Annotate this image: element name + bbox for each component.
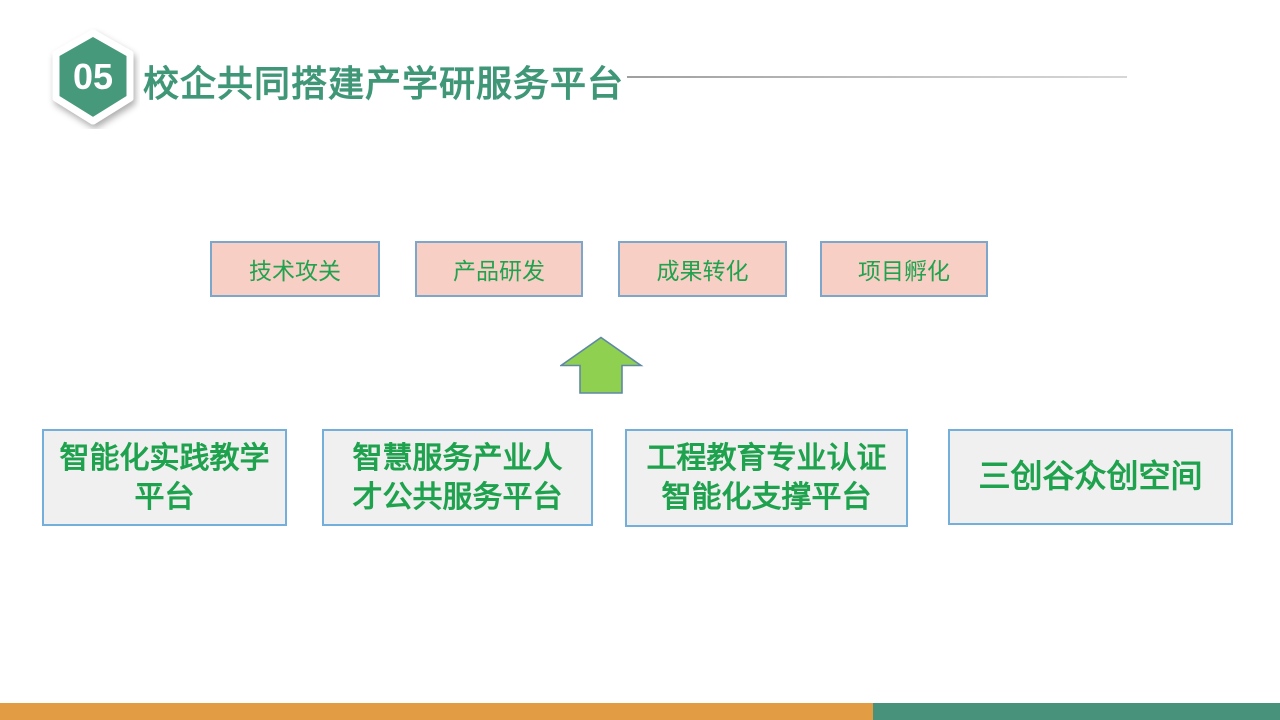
platform-box-label-line: 智慧服务产业人 <box>352 441 563 475</box>
badge-number: 05 <box>73 56 113 97</box>
platform-box-label-line: 才公共服务平台 <box>352 480 563 514</box>
process-box-product-dev: 产品研发 <box>415 241 583 297</box>
arrow-up-icon <box>560 336 644 394</box>
page-title: 校企共同搭建产学研服务平台 <box>143 63 625 104</box>
platform-box-practice-teaching: 智能化实践教学 平台 <box>42 429 287 526</box>
platform-box-talent-service: 智慧服务产业人 才公共服务平台 <box>322 429 593 526</box>
hexagon-badge-icon: 05 <box>52 29 134 125</box>
hexagon-shape <box>52 29 134 125</box>
footer-bar-orange <box>0 703 873 720</box>
title-underline-rule <box>627 76 1127 78</box>
process-box-label: 项目孵化 <box>858 258 950 284</box>
process-box-tech-research: 技术攻关 <box>210 241 380 297</box>
footer-bar-green <box>873 703 1280 720</box>
platform-box-makerspace: 三创谷众创空间 <box>948 429 1233 525</box>
process-box-achievement-transform: 成果转化 <box>618 241 787 297</box>
platform-box-label-line: 智能化支撑平台 <box>661 481 872 514</box>
platform-box-engineering-accreditation: 工程教育专业认证 智能化支撑平台 <box>625 429 908 527</box>
platform-box-label-line: 三创谷众创空间 <box>978 458 1203 495</box>
platform-box-label-line: 平台 <box>134 480 195 514</box>
platform-box-label-line: 智能化实践教学 <box>59 441 270 475</box>
process-box-label: 技术攻关 <box>249 258 341 284</box>
platform-box-label-line: 工程教育专业认证 <box>646 442 887 475</box>
process-box-label: 产品研发 <box>453 258 545 284</box>
process-box-project-incubation: 项目孵化 <box>820 241 988 297</box>
process-box-label: 成果转化 <box>656 258 749 284</box>
